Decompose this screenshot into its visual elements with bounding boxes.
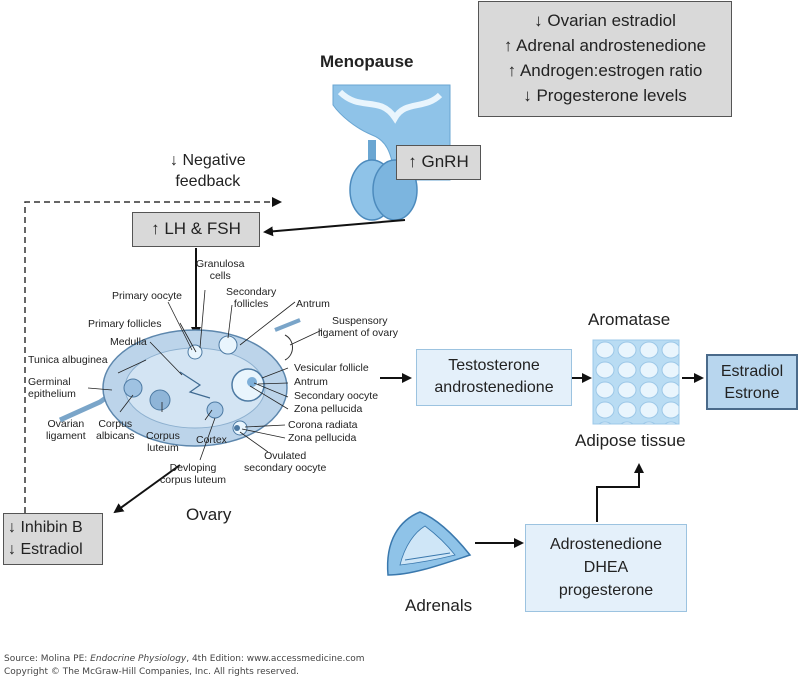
label-antrum: Antrum	[294, 376, 328, 388]
estradiol-line: Estradiol	[720, 363, 784, 380]
aromatase-label: Aromatase	[588, 310, 671, 329]
progesterone-line: progesterone	[558, 582, 654, 599]
adrostenedione-line: Adrostenedione	[549, 536, 663, 553]
label-line: luteum	[147, 442, 179, 454]
label-tunica-albuginea: Tunica albuginea	[28, 354, 108, 366]
label-line: ligament of ovary	[318, 327, 398, 339]
estradiol-line: ↓ Estradiol	[8, 541, 83, 558]
adrenal-hormones-box: Adrostenedione DHEA progesterone	[525, 524, 687, 612]
copyright-notice: Copyright © The McGraw-Hill Companies, I…	[4, 667, 300, 677]
source-suffix: , 4th Edition: www.accessmedicine.com	[186, 654, 365, 664]
adipose-tissue-image	[592, 339, 680, 425]
menopause-title: Menopause	[320, 52, 414, 71]
negative-feedback-label: ↓ Negative feedback	[170, 150, 246, 192]
label-zona-pellucida-2: Zona pellucida	[288, 432, 357, 444]
menopause-change-line: ↑ Androgen:estrogen ratio	[507, 61, 703, 80]
label-line: ligament	[46, 430, 86, 442]
estrone-line: Estrone	[724, 385, 780, 402]
label-line: Granulosa	[196, 258, 245, 270]
estradiol-estrone-box: Estradiol Estrone	[706, 354, 798, 410]
negative-feedback-line-1: ↓ Negative	[170, 152, 246, 169]
label-granulosa-cells: Granulosa cells	[196, 258, 244, 282]
label-secondary-follicles: Secondary follicles	[226, 286, 276, 310]
label-primary-follicles: Primary follicles	[88, 318, 162, 330]
inhibin-estradiol-box: ↓ Inhibin B ↓ Estradiol	[3, 513, 103, 565]
label-medulla: Medulla	[110, 336, 147, 348]
label-zona-pellucida-1: Zona pellucida	[294, 403, 363, 415]
label-line: albicans	[96, 430, 135, 442]
label-line: cells	[209, 270, 231, 282]
menopause-change-line: ↓ Progesterone levels	[523, 86, 687, 105]
negative-feedback-line-2: feedback	[175, 173, 241, 190]
gnrh-box: ↑ GnRH	[396, 145, 481, 180]
label-line: follicles	[233, 298, 269, 310]
arrow-adrenal-box-to-adipose	[596, 463, 644, 522]
label-ovulated-oocyte: Ovulated secondary oocyte	[244, 450, 326, 474]
label-corpus-albicans: Corpus albicans	[96, 418, 135, 442]
label-primary-oocyte: Primary oocyte	[112, 290, 183, 302]
label-suspensory-ligament: Suspensory ligament of ovary	[318, 315, 398, 339]
label-line: Germinal	[28, 376, 71, 388]
source-citation: Source: Molina PE: Endocrine Physiology,…	[4, 654, 365, 664]
ovary-pointer-lines	[87, 289, 323, 461]
label-line: Ovarian	[47, 418, 85, 430]
testosterone-line: Testosterone	[448, 357, 540, 374]
testosterone-box: Testosterone androstenedione	[416, 349, 572, 406]
label-line: secondary oocyte	[244, 462, 327, 474]
adipose-tissue-label: Adipose tissue	[575, 431, 686, 450]
label-ovarian-ligament: Ovarian ligament	[46, 418, 86, 442]
menopause-change-line: ↓ Ovarian estradiol	[534, 11, 676, 30]
label-corona-radiata: Corona radiata	[288, 419, 358, 431]
menopause-changes-box: ↓ Ovarian estradiol ↑ Adrenal androstene…	[478, 1, 732, 117]
arrow-ovary-to-inhibin	[113, 464, 181, 514]
lh-fsh-box: ↑ LH & FSH	[132, 212, 260, 247]
label-developing-corpus-luteum: Devloping corpus luteum	[160, 462, 226, 486]
label-corpus-luteum: Corpus luteum	[146, 430, 180, 454]
label-line: corpus luteum	[160, 474, 226, 486]
label-line: Devloping	[169, 462, 217, 474]
label-secondary-oocyte: Secondary oocyte	[294, 390, 379, 402]
negative-feedback-line	[24, 197, 282, 513]
label-antrum-top: Antrum	[296, 298, 330, 310]
label-line: Corpus	[98, 418, 133, 430]
label-line: Secondary	[226, 286, 277, 298]
adrenal-illustration	[386, 511, 472, 576]
arrow-pituitary-to-lh	[263, 219, 406, 237]
label-germinal-epithelium: Germinal epithelium	[28, 376, 76, 400]
label-cortex: Cortex	[196, 434, 227, 446]
ovary-illustration	[58, 318, 301, 447]
label-line: Suspensory	[332, 315, 388, 327]
label-line: epithelium	[28, 388, 76, 400]
menopause-change-line: ↑ Adrenal androstenedione	[503, 36, 707, 55]
adrenals-label: Adrenals	[405, 596, 473, 615]
label-line: Corpus	[146, 430, 180, 442]
ovary-label: Ovary	[186, 505, 232, 524]
inhibin-line: ↓ Inhibin B	[8, 519, 83, 536]
source-prefix: Source: Molina PE:	[4, 654, 91, 664]
label-vesicular-follicle: Vesicular follicle	[294, 362, 369, 374]
dhea-line: DHEA	[583, 559, 629, 576]
source-book: Endocrine Physiology	[90, 654, 187, 664]
androstenedione-line: androstenedione	[434, 379, 554, 396]
label-line: Ovulated	[264, 450, 307, 462]
